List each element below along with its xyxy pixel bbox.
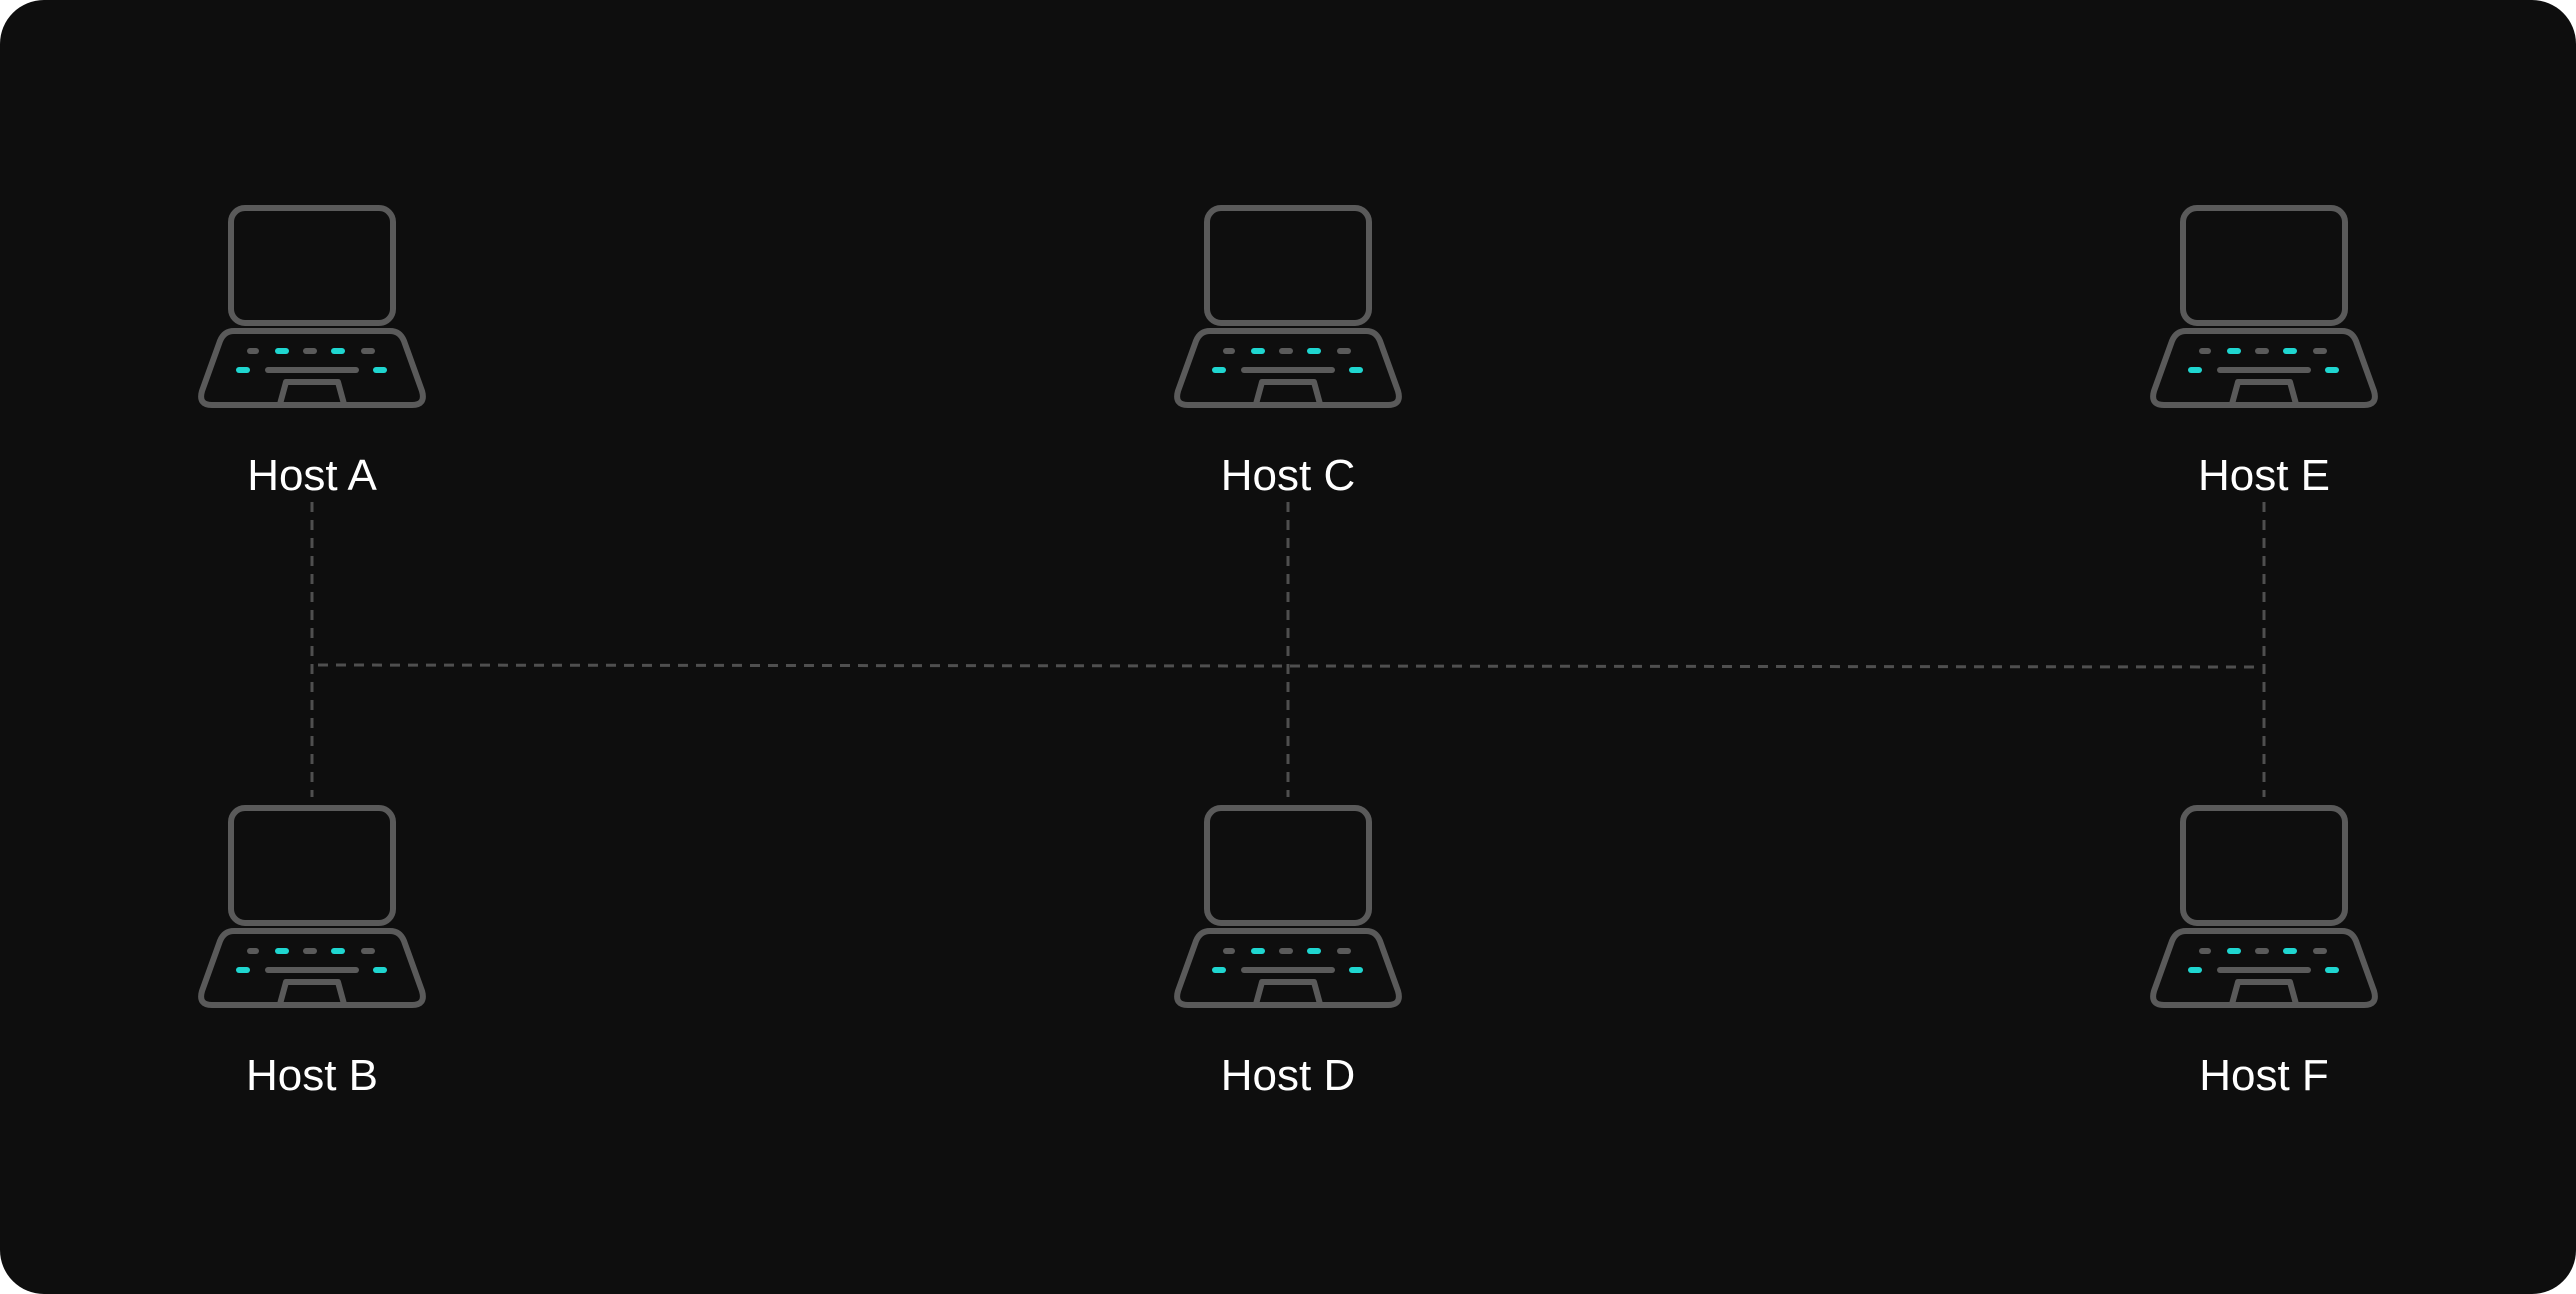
laptop-icon — [1177, 808, 1399, 1005]
host-a-label: Host A — [247, 451, 377, 500]
host-b-label: Host B — [246, 1051, 378, 1100]
host-d-label: Host D — [1221, 1051, 1355, 1100]
host-d-node[interactable]: Host D — [1177, 808, 1399, 1100]
host-a-node[interactable]: Host A — [201, 208, 423, 500]
host-e-label: Host E — [2198, 451, 2330, 500]
laptop-icon — [1177, 208, 1399, 405]
laptop-icon — [201, 808, 423, 1005]
host-b-node[interactable]: Host B — [201, 808, 423, 1100]
host-c-label: Host C — [1221, 451, 1355, 500]
connections — [310, 502, 2266, 797]
host-c-node[interactable]: Host C — [1177, 208, 1399, 500]
host-f-node[interactable]: Host F — [2153, 808, 2375, 1100]
laptop-icon — [201, 208, 423, 405]
laptop-icon — [2153, 208, 2375, 405]
host-e-node[interactable]: Host E — [2153, 208, 2375, 500]
laptop-icon — [2153, 808, 2375, 1005]
host-f-label: Host F — [2199, 1051, 2329, 1100]
